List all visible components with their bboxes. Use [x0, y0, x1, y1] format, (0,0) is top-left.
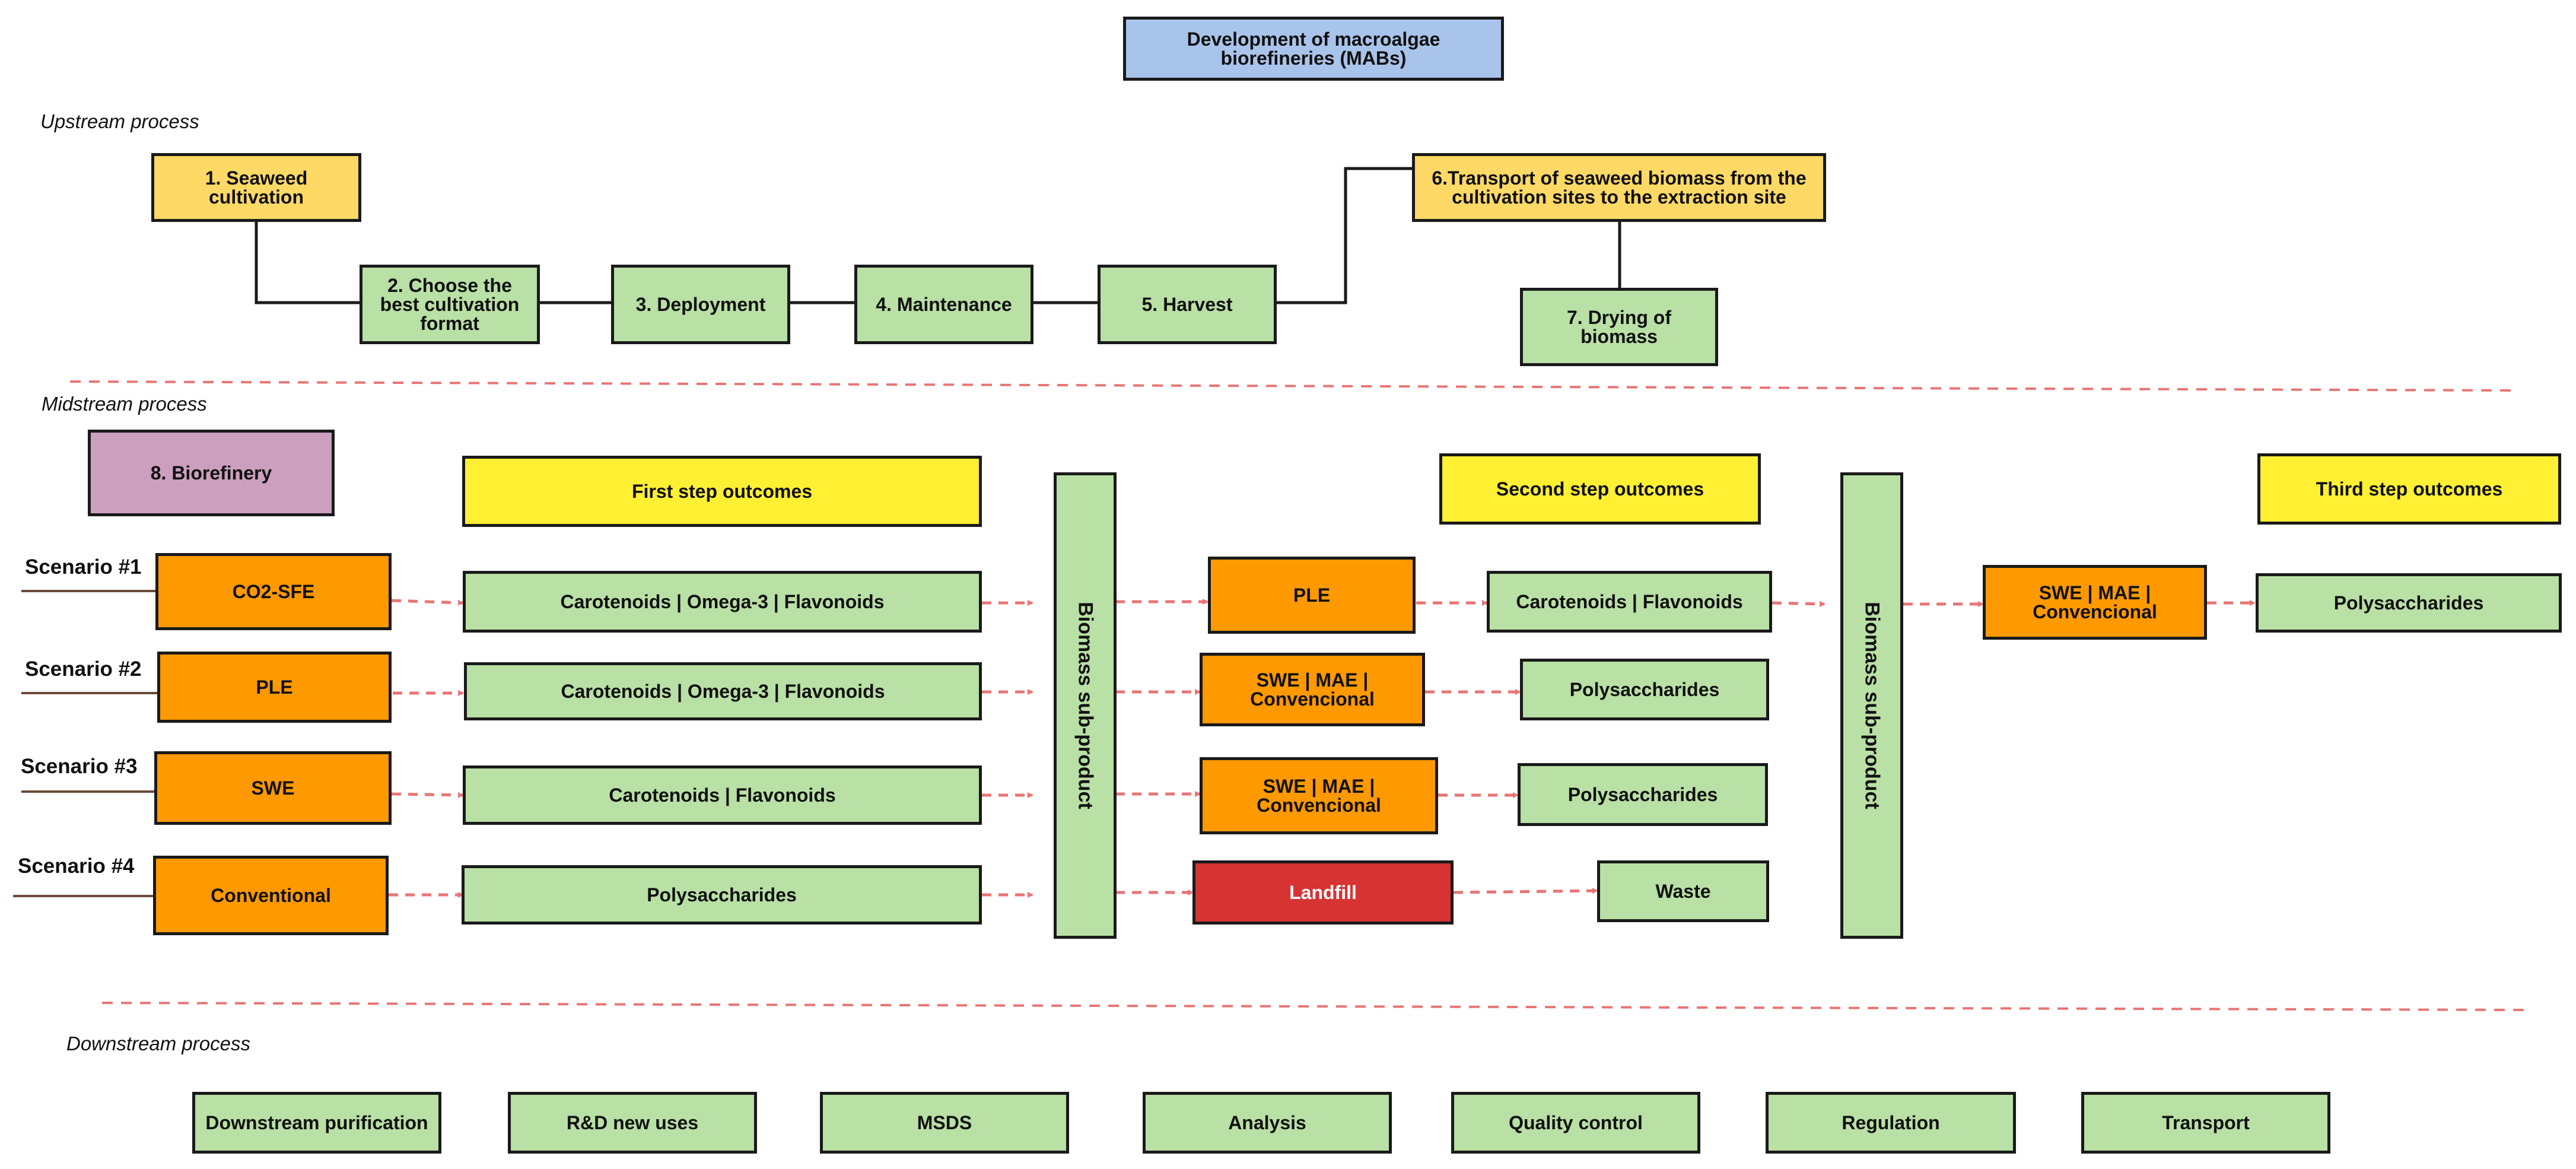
biomass-subproduct-1: Biomass sub-product: [1054, 472, 1117, 939]
downstream-item-analysis: Analysis: [1143, 1092, 1392, 1154]
scenario-1-third-method-label: SWE | MAE | Convencional: [2033, 582, 2157, 622]
upstream-step-3-label: 3. Deployment: [635, 294, 766, 315]
scenario-4-landfill: Landfill: [1192, 860, 1454, 925]
upstream-step-6-label: 6.Transport of seaweed biomass from the …: [1432, 167, 1807, 208]
scenario-3-first-outcome: Carotenoids | Flavonoids: [463, 765, 982, 825]
scenario-2-second-method: SWE | MAE | Convencional: [1200, 653, 1425, 726]
scenario-3-second-method: SWE | MAE | Convencional: [1200, 757, 1438, 834]
scenario-3-method: SWE: [154, 751, 392, 825]
downstream-item-label: Transport: [2162, 1112, 2250, 1133]
scenario-4-waste: Waste: [1597, 860, 1769, 922]
scenario-2-method-label: PLE: [256, 676, 293, 698]
upstream-step-1-label: 1. Seaweed cultivation: [205, 167, 308, 208]
scenario-1-method: CO2-SFE: [155, 553, 392, 630]
scenario-4-landfill-label: Landfill: [1289, 882, 1357, 903]
upstream-step-7: 7. Drying of biomass: [1520, 288, 1718, 366]
first-step-outcomes: First step outcomes: [462, 456, 982, 527]
downstream-item-label: Quality control: [1509, 1112, 1643, 1133]
diagram-title: Development of macroalgae biorefineries …: [1123, 17, 1504, 81]
scenario-3-method-label: SWE: [251, 777, 295, 799]
scenario-2-first-outcome-label: Carotenoids | Omega-3 | Flavonoids: [561, 681, 885, 702]
biorefinery-label: 8. Biorefinery: [150, 462, 272, 484]
downstream-item-label: Regulation: [1842, 1112, 1940, 1133]
section-label-downstream: Downstream process: [66, 1033, 250, 1054]
upstream-step-1: 1. Seaweed cultivation: [151, 153, 361, 222]
scenario-3-first-outcome-label: Carotenoids | Flavonoids: [609, 784, 836, 806]
downstream-item-label: Analysis: [1228, 1112, 1306, 1133]
scenario-2-second-outcome-label: Polysaccharides: [1569, 679, 1720, 700]
section-dividers: [69, 380, 2531, 1011]
upstream-connectors: [255, 167, 1621, 304]
flow-arrows: [389, 599, 2256, 898]
scenario-1-second-outcome: Carotenoids | Flavonoids: [1487, 571, 1772, 633]
scenario-3-second-outcome: Polysaccharides: [1518, 763, 1768, 826]
scenario-2-label: Scenario #2: [25, 657, 142, 681]
scenario-1-second-method: PLE: [1208, 557, 1416, 634]
scenario-2-second-method-label: SWE | MAE | Convencional: [1250, 669, 1375, 710]
second-step-outcomes: Second step outcomes: [1439, 453, 1761, 525]
scenario-1-third-outcome-label: Polysaccharides: [2333, 592, 2484, 614]
scenario-3-second-outcome-label: Polysaccharides: [1567, 784, 1718, 805]
scenario-2-second-outcome: Polysaccharides: [1520, 659, 1769, 720]
scenario-4-waste-label: Waste: [1655, 881, 1711, 902]
downstream-item-purification: Downstream purification: [192, 1092, 441, 1154]
scenario-4-method: Conventional: [153, 856, 389, 935]
downstream-item-transport: Transport: [2081, 1092, 2330, 1154]
scenario-2-method: PLE: [157, 652, 392, 723]
diagram-title-text: Development of macroalgae biorefineries …: [1187, 28, 1440, 69]
scenario-4-first-outcome-label: Polysaccharides: [647, 884, 797, 906]
scenario-2-first-outcome: Carotenoids | Omega-3 | Flavonoids: [464, 662, 982, 720]
second-step-outcomes-label: Second step outcomes: [1496, 478, 1704, 500]
scenario-1-method-label: CO2-SFE: [232, 581, 315, 602]
upstream-step-2-label: 2. Choose the best cultivation format: [380, 275, 520, 334]
scenario-4-label: Scenario #4: [18, 854, 135, 878]
scenario-1-second-outcome-label: Carotenoids | Flavonoids: [1516, 591, 1743, 612]
downstream-item-label: R&D new uses: [566, 1112, 699, 1133]
section-label-upstream: Upstream process: [40, 110, 199, 132]
downstream-item-msds: MSDS: [820, 1092, 1069, 1154]
third-step-outcomes-label: Third step outcomes: [2316, 478, 2503, 500]
upstream-step-3: 3. Deployment: [611, 265, 790, 344]
upstream-step-2: 2. Choose the best cultivation format: [360, 265, 540, 344]
downstream-item-label: Downstream purification: [205, 1112, 428, 1133]
scenario-4-first-outcome: Polysaccharides: [462, 865, 982, 925]
scenario-1-first-outcome: Carotenoids | Omega-3 | Flavonoids: [463, 571, 982, 633]
scenario-1-first-outcome-label: Carotenoids | Omega-3 | Flavonoids: [560, 591, 885, 612]
downstream-item-rnd: R&D new uses: [508, 1092, 757, 1154]
scenario-1-label: Scenario #1: [25, 555, 142, 579]
upstream-step-6: 6.Transport of seaweed biomass from the …: [1412, 153, 1826, 222]
scenario-3-label: Scenario #3: [21, 755, 138, 778]
downstream-item-regulation: Regulation: [1766, 1092, 2016, 1154]
upstream-step-5: 5. Harvest: [1098, 265, 1277, 344]
scenario-lead-lines: [13, 590, 157, 897]
first-step-outcomes-label: First step outcomes: [631, 481, 813, 502]
section-label-midstream: Midstream process: [42, 393, 207, 415]
upstream-step-7-label: 7. Drying of biomass: [1566, 307, 1671, 347]
biomass-subproduct-2: Biomass sub-product: [1840, 472, 1903, 939]
scenario-3-second-method-label: SWE | MAE | Convencional: [1257, 776, 1381, 816]
downstream-item-quality-control: Quality control: [1451, 1092, 1700, 1154]
upstream-step-5-label: 5. Harvest: [1141, 294, 1233, 315]
scenario-1-second-method-label: PLE: [1293, 584, 1331, 606]
third-step-outcomes: Third step outcomes: [2257, 453, 2561, 525]
scenario-4-method-label: Conventional: [211, 885, 331, 906]
biomass-subproduct-2-label: Biomass sub-product: [1861, 602, 1884, 809]
scenario-1-third-method: SWE | MAE | Convencional: [1983, 565, 2207, 640]
biorefinery-box: 8. Biorefinery: [88, 430, 335, 516]
biomass-subproduct-1-label: Biomass sub-product: [1074, 602, 1097, 809]
upstream-step-4: 4. Maintenance: [854, 265, 1033, 344]
downstream-item-label: MSDS: [917, 1112, 972, 1133]
scenario-1-third-outcome: Polysaccharides: [2256, 573, 2562, 633]
upstream-step-4-label: 4. Maintenance: [876, 294, 1012, 315]
